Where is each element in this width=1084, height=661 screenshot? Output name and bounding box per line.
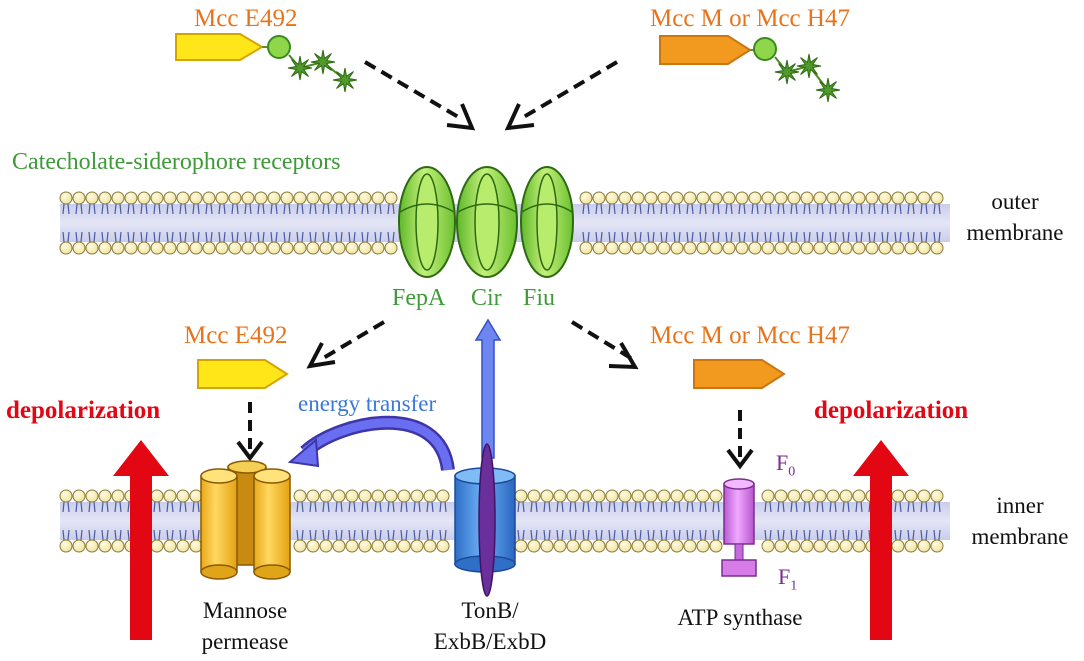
depolarization-right-label: depolarization: [814, 397, 969, 424]
star-icon: [287, 55, 313, 81]
receptors-title: Catecholate-siderophore receptors: [12, 149, 341, 175]
f1-label: F1: [778, 566, 797, 593]
f0-subscript: 0: [788, 464, 796, 480]
siderophore-star-icons: [287, 49, 358, 93]
atp-synthase-icon: [721, 478, 757, 577]
depolarization-arrow-right-icon: [853, 440, 909, 640]
atp-synthase-label: ATP synthase: [677, 605, 803, 630]
arrowhead-icon: [287, 437, 320, 468]
star-icon: [796, 53, 822, 79]
mcc-e492-middle-label: Mcc E492: [184, 322, 288, 349]
dashed-arrow-left-to-receptors: [363, 60, 462, 120]
f0-letter: F: [776, 450, 789, 475]
energy-transfer-label: energy transfer: [298, 391, 437, 416]
arrowhead-icon: [504, 103, 535, 131]
outer-membrane-label-line1: outer: [991, 189, 1039, 214]
receptor-label-fepa: FepA: [392, 285, 446, 311]
arrowhead-icon: [608, 341, 639, 370]
mcc-m-h47-top-molecule: [659, 35, 829, 91]
inner-membrane-label-line1: inner: [996, 493, 1044, 518]
receptor-cir: [456, 166, 518, 278]
outer-membrane-lipids: [59, 191, 944, 255]
siderophore-circle-icon: [753, 37, 777, 61]
tonb-label-line1: TonB/: [461, 598, 519, 623]
f0-label: F0: [776, 452, 795, 479]
star-icon: [815, 77, 841, 103]
mannose-permease-label: Mannose permease: [180, 595, 310, 657]
tonb-label-line2: ExbB/ExbD: [433, 629, 547, 654]
siderophore-star-icons: [774, 53, 841, 103]
mannose-permease-label-line1: Mannose: [202, 598, 288, 623]
receptor-fiu: [520, 166, 574, 278]
mannose-permease-label-line2: permease: [201, 629, 289, 654]
inner-membrane-label: inner membrane: [960, 490, 1080, 552]
tonb-label: TonB/ ExbB/ExbD: [420, 595, 560, 657]
dashed-arrow-right-to-receptors: [520, 60, 619, 120]
star-icon: [774, 59, 800, 85]
arrowhead-icon: [236, 440, 264, 462]
f1-letter: F: [778, 564, 791, 589]
siderophore-circle-icon: [267, 35, 291, 59]
mannose-permease-icon: [200, 460, 291, 580]
depolarization-arrow-left-icon: [113, 440, 169, 640]
star-icon: [332, 67, 358, 93]
outer-membrane-label-line2: membrane: [966, 220, 1064, 245]
star-icon: [310, 49, 336, 75]
inner-membrane-label-line2: membrane: [971, 524, 1069, 549]
mcc-m-h47-internalized-peptide: [693, 359, 786, 389]
mcc-m-h47-middle-label: Mcc M or Mcc H47: [650, 322, 850, 349]
mcc-e492-internalized-peptide: [197, 359, 289, 389]
mcc-m-h47-top-label: Mcc M or Mcc H47: [650, 5, 850, 32]
receptor-label-cir: Cir: [471, 285, 502, 311]
dashed-arrow-to-mcc-e492: [318, 320, 386, 362]
dashed-arrow-to-mcc-m-h47: [570, 320, 636, 362]
receptor-label-fiu: Fiu: [523, 285, 556, 311]
tonb-exbb-exbd-icon: [454, 443, 516, 597]
f1-subscript: 1: [790, 578, 798, 594]
tonb-to-receptor-arrow-icon: [474, 318, 502, 459]
receptor-fepa: [398, 166, 456, 278]
arrowhead-icon: [306, 342, 336, 369]
arrowhead-icon: [446, 103, 476, 131]
outer-membrane-label: outer membrane: [960, 186, 1070, 248]
depolarization-left-label: depolarization: [6, 397, 161, 424]
arrowhead-icon: [726, 448, 754, 470]
mcc-e492-top-label: Mcc E492: [194, 5, 298, 32]
